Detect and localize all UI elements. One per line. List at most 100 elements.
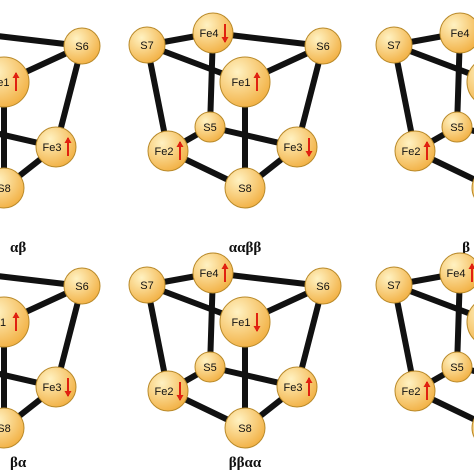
atom-sphere — [375, 266, 413, 304]
atom-label-s7: S7 — [140, 280, 153, 292]
spin-up-arrow-icon — [423, 381, 431, 400]
atom-label-fe3: Fe3 — [43, 382, 62, 394]
atom-label-s5: S5 — [450, 362, 463, 374]
atom-label-s6: S6 — [316, 41, 329, 53]
atom-fe4: Fe4 — [439, 12, 474, 54]
atom-s7: S7 — [128, 26, 166, 64]
atom-sphere — [128, 26, 166, 64]
spin-down-arrow-icon — [221, 24, 229, 43]
atom-sphere — [439, 12, 474, 54]
atom-s6: S6 — [63, 267, 101, 305]
atom-sphere — [439, 252, 474, 294]
atom-label-s6: S6 — [75, 281, 88, 293]
atom-sphere — [147, 130, 189, 172]
atom-label-fe3: Fe3 — [284, 382, 303, 394]
atom-sphere — [128, 266, 166, 304]
atom-s8: S8 — [0, 167, 25, 209]
caption-top-right: β — [462, 240, 470, 256]
atom-sphere — [276, 126, 318, 168]
atom-label-fe1: Fe1 — [232, 77, 251, 89]
atom-label-fe4: Fe4 — [200, 268, 219, 280]
atom-sphere — [441, 351, 473, 383]
spin-up-arrow-icon — [221, 263, 229, 282]
atom-sphere — [375, 26, 413, 64]
atom-s6: S6 — [63, 27, 101, 65]
atom-sphere — [441, 111, 473, 143]
atom-label-s7: S7 — [140, 40, 153, 52]
atom-label-fe3: Fe3 — [43, 142, 62, 154]
spin-up-arrow-icon — [253, 72, 261, 91]
atom-label-s5: S5 — [203, 362, 216, 374]
atom-fe2: Fe2 — [147, 370, 189, 412]
atom-sphere — [219, 296, 271, 348]
atom-s6: S6 — [304, 27, 342, 65]
atom-label-s6: S6 — [75, 41, 88, 53]
atom-sphere — [35, 366, 77, 408]
atom-label-fe4: Fe4 — [451, 28, 470, 40]
atom-sphere — [192, 252, 234, 294]
atom-sphere — [194, 351, 226, 383]
atom-sphere — [219, 56, 271, 108]
atom-s8: S8 — [0, 407, 25, 449]
atom-s8: S8 — [224, 167, 266, 209]
atom-fe4: Fe4 — [192, 252, 234, 294]
atom-label-s6: S6 — [316, 281, 329, 293]
atom-s5: S5 — [441, 351, 473, 383]
spin-down-arrow-icon — [305, 138, 313, 157]
atom-sphere — [304, 267, 342, 305]
atom-label-s7: S7 — [387, 40, 400, 52]
atom-sphere — [394, 130, 436, 172]
atom-fe1: Fe1 — [219, 56, 271, 108]
atom-fe2: Fe2 — [394, 370, 436, 412]
spin-down-arrow-icon — [64, 378, 72, 397]
spin-up-arrow-icon — [64, 137, 72, 156]
atom-label-s8: S8 — [0, 423, 11, 435]
atom-label-s8: S8 — [238, 423, 251, 435]
atom-fe1: Fe1 — [466, 63, 474, 101]
atom-s7: S7 — [375, 266, 413, 304]
atom-sphere — [35, 126, 77, 168]
atom-sphere — [224, 167, 266, 209]
spin-up-arrow-icon — [468, 263, 474, 282]
atom-fe1: Fe1 — [466, 303, 474, 341]
panel-bottom-left: S5Fe4S7S6Fe2Fe3S8e1 — [0, 267, 101, 449]
atom-sphere — [147, 370, 189, 412]
atom-s7: S7 — [375, 26, 413, 64]
atom-label-fe2: Fe2 — [402, 386, 421, 398]
atom-fe3: Fe3 — [35, 366, 77, 408]
atom-label-s5: S5 — [450, 122, 463, 134]
spin-down-arrow-icon — [253, 313, 261, 332]
atom-fe3: Fe3 — [276, 126, 318, 168]
atom-label-s8: S8 — [0, 183, 11, 195]
atom-fe1: Fe1 — [219, 296, 271, 348]
atom-label-fe1: Fe1 — [232, 317, 251, 329]
spin-up-arrow-icon — [12, 312, 20, 331]
atom-fe4: Fe4 — [439, 252, 474, 294]
spin-up-arrow-icon — [12, 72, 20, 91]
atom-label-fe4: Fe4 — [447, 268, 466, 280]
atom-s8: S8 — [224, 407, 266, 449]
atom-sphere — [63, 27, 101, 65]
atom-label-s7: S7 — [387, 280, 400, 292]
atom-sphere — [63, 267, 101, 305]
atom-sphere — [466, 63, 474, 101]
atom-fe2: Fe2 — [147, 130, 189, 172]
atom-label-fe1: Fe1 — [0, 77, 9, 89]
atom-label-fe1: e1 — [0, 317, 6, 329]
caption-bottom-left: βα — [10, 455, 27, 471]
atom-label-s8: S8 — [238, 183, 251, 195]
spin-up-arrow-icon — [423, 141, 431, 160]
atom-s7: S7 — [128, 266, 166, 304]
atom-sphere — [0, 56, 30, 108]
atom-s5: S5 — [194, 351, 226, 383]
atom-sphere — [194, 111, 226, 143]
atom-sphere — [276, 366, 318, 408]
atom-sphere — [224, 407, 266, 449]
caption-bottom-middle: ββαα — [229, 455, 262, 471]
atom-fe4: Fe4 — [192, 12, 234, 54]
atom-sphere — [192, 12, 234, 54]
atom-fe3: Fe3 — [35, 126, 77, 168]
